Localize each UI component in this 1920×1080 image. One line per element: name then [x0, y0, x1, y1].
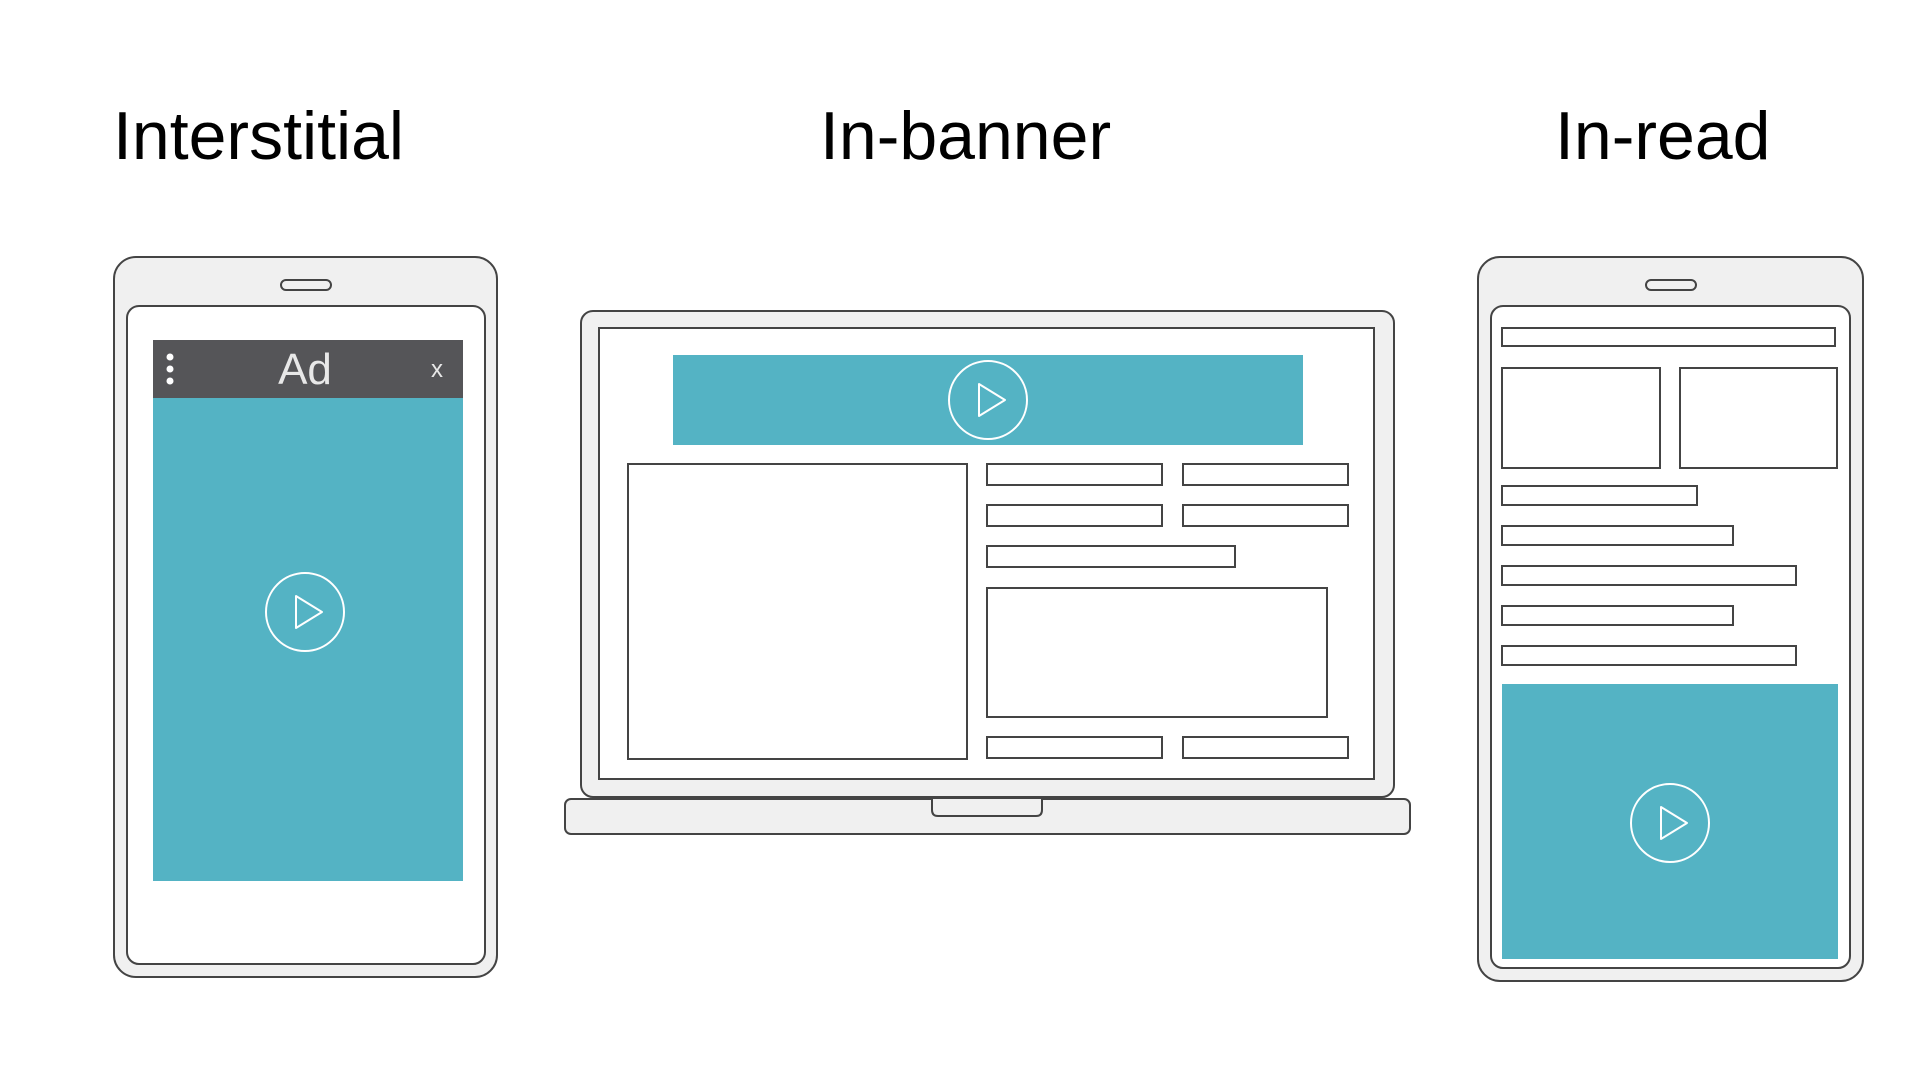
interstitial-video[interactable] [153, 398, 463, 881]
play-icon[interactable] [948, 360, 1028, 440]
title-interstitial: Interstitial [113, 98, 404, 174]
content-image-block [1501, 367, 1661, 469]
text-line [986, 504, 1163, 527]
content-image-block [1679, 367, 1838, 469]
text-line [1501, 485, 1698, 506]
in-banner-laptop [564, 310, 1411, 835]
play-icon[interactable] [1630, 783, 1710, 863]
in-read-phone [1477, 256, 1864, 982]
play-icon[interactable] [265, 572, 345, 652]
text-line [1501, 525, 1734, 546]
phone-speaker [280, 279, 332, 291]
interstitial-phone: Ad x [113, 256, 498, 978]
title-in-read: In-read [1555, 98, 1771, 174]
ad-label: Ad [278, 345, 332, 394]
text-line [1501, 645, 1797, 666]
in-read-video[interactable] [1502, 684, 1838, 959]
phone-speaker [1645, 279, 1697, 291]
text-line [986, 545, 1236, 568]
laptop-notch [931, 799, 1043, 817]
text-line [1501, 327, 1836, 347]
text-line [986, 463, 1163, 486]
text-line [1182, 736, 1349, 759]
text-line [1501, 565, 1797, 586]
text-line [1182, 504, 1349, 527]
content-box [986, 587, 1328, 718]
text-line [1182, 463, 1349, 486]
title-in-banner: In-banner [820, 98, 1112, 174]
content-image-block [627, 463, 968, 760]
ad-bar [153, 340, 463, 398]
text-line [986, 736, 1163, 759]
close-icon[interactable]: x [431, 356, 443, 383]
banner-video[interactable] [673, 355, 1303, 445]
vertical-dots-icon[interactable] [166, 353, 174, 385]
text-line [1501, 605, 1734, 626]
